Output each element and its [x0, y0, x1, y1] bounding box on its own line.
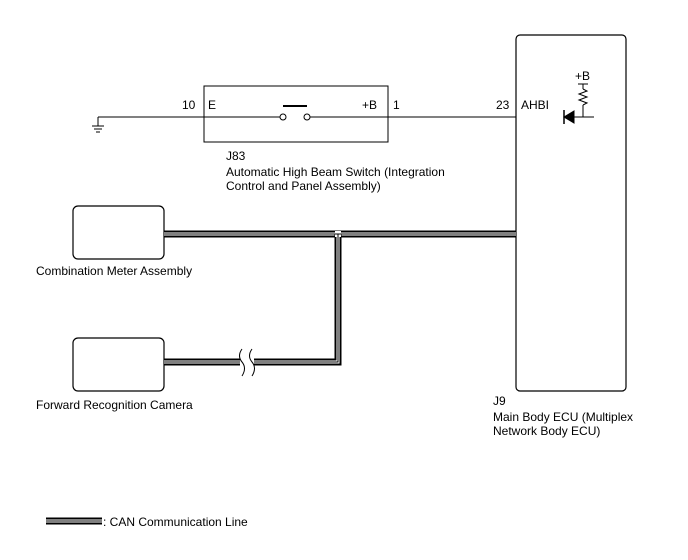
switch-pin-left-number: 10 [182, 98, 196, 112]
main-body-ecu-box [515, 34, 627, 392]
ecu-pin-number: 23 [496, 98, 510, 112]
switch-contact-icon [204, 105, 388, 121]
ecu-name-line2: Network Body ECU) [493, 424, 600, 438]
can-bus-lines [164, 230, 516, 366]
switch-name-line2: Control and Panel Assembly) [226, 179, 381, 193]
camera-label: Forward Recognition Camera [36, 398, 193, 412]
switch-pin-right-number: 1 [393, 98, 400, 112]
ground-icon [92, 117, 104, 133]
ecu-supply-label: +B [575, 69, 590, 83]
switch-name-line1: Automatic High Beam Switch (Integration [226, 165, 445, 179]
pullup-resistor-icon [574, 83, 594, 118]
combination-meter-box [72, 205, 165, 260]
ecu-pin-label: AHBI [521, 98, 549, 112]
combination-meter-label: Combination Meter Assembly [36, 264, 192, 278]
switch-pin-right-label: +B [362, 98, 377, 112]
switch-connector-code: J83 [226, 149, 246, 163]
line-break-icon [239, 348, 255, 377]
diode-icon [563, 110, 575, 124]
ecu-connector-code: J9 [493, 394, 506, 408]
switch-pin-left-label: E [208, 98, 216, 112]
legend-can-line-label: : CAN Communication Line [103, 515, 248, 529]
high-beam-switch-box [203, 85, 389, 143]
camera-box [72, 337, 165, 392]
ecu-name-line1: Main Body ECU (Multiplex [493, 410, 633, 424]
